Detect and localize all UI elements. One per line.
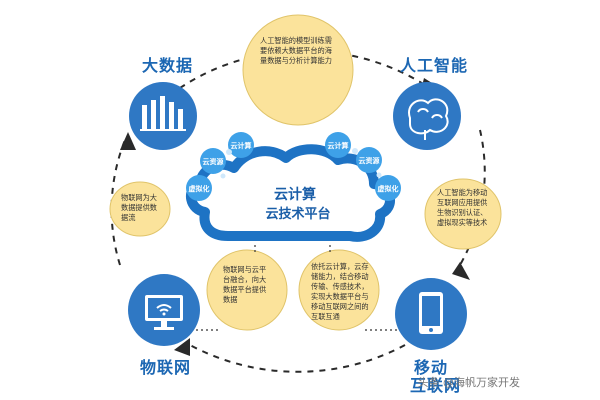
badge-text-left-bottom: 虚拟化 <box>188 185 210 193</box>
badge-text-right-top: 云计算 <box>327 142 349 150</box>
bottom-left-bubble-text: 物联网与云平台融合，向大数据平台提供数据 <box>223 265 267 304</box>
big-data-node <box>129 82 197 150</box>
bottom-right-bubble-text: 依托云计算，云存储能力，结合移动传输、传感技术，实现大数据平台与移动互联网之间的… <box>311 262 369 321</box>
badge-right-bottom <box>375 175 401 201</box>
right-bubble <box>424 178 502 250</box>
bottom-left-bubble <box>206 249 288 331</box>
bar-chart-icon <box>140 96 186 131</box>
big-data-label: 大数据 <box>142 56 194 75</box>
bottom-right-bubble <box>298 249 380 331</box>
badge-text-right-bottom: 虚拟化 <box>377 185 399 193</box>
top-bubble-text: 人工智能的模型训练需要依赖大数据平台的海量数据与分析计算能力 <box>260 36 332 65</box>
badge-text-right-mid: 云资源 <box>358 157 380 165</box>
iot-node <box>128 274 200 346</box>
mobile-label-line2: 互联网 <box>410 376 462 395</box>
left-bubble <box>109 181 171 237</box>
mobile-label-line1: 移动 <box>414 358 449 377</box>
top-bubble <box>242 14 354 126</box>
iot-label: 物联网 <box>140 358 192 377</box>
badge-left-mid <box>228 132 254 158</box>
right-bubble-text: 人工智能为移动互联网应用提供生物识别认证、虚拟现实等技术 <box>437 188 488 227</box>
left-bubble-text: 物联网为大数据提供数据流 <box>121 193 157 222</box>
badge-text-left-mid: 云计算 <box>230 142 252 150</box>
mobile-node <box>395 278 467 350</box>
badge-right-top <box>325 132 351 158</box>
badge-text-left-top: 云资源 <box>202 158 224 166</box>
monitor-wifi-icon <box>145 295 183 330</box>
ai-label: 人工智能 <box>400 56 469 75</box>
brain-icon <box>408 98 449 140</box>
watermark-text: 头条 @海帆万家开发 <box>417 376 521 389</box>
badge-left-top <box>200 148 226 174</box>
ai-node <box>393 82 461 150</box>
small-badges <box>186 132 401 201</box>
badge-right-mid <box>356 147 382 173</box>
cloud-title: 云计算 <box>274 187 316 203</box>
smartphone-icon <box>419 292 443 334</box>
badge-left-bottom <box>186 175 212 201</box>
cloud-subtitle: 云技术平台 <box>265 207 331 222</box>
